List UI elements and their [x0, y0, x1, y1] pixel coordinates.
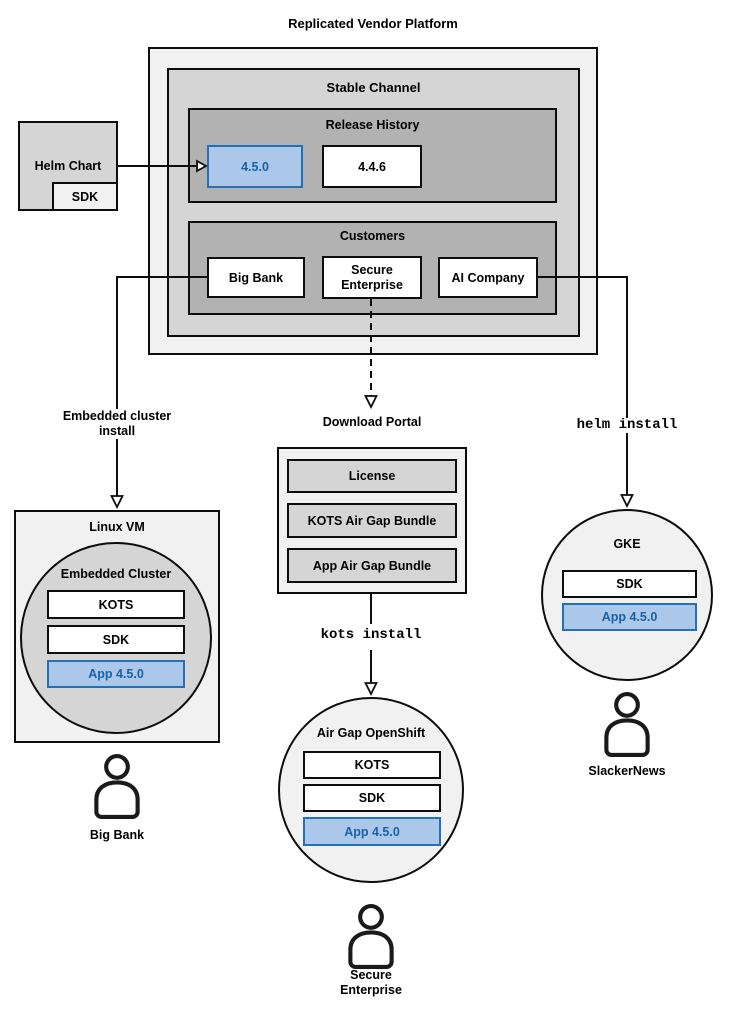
gke-sdk-box: SDK: [562, 570, 697, 598]
big-bank-persona-label: Big Bank: [89, 828, 145, 842]
release-446-box: 4.4.6: [322, 145, 422, 188]
helm-chart-box: Helm Chart SDK: [18, 121, 118, 211]
app-airgap-bundle-box: App Air Gap Bundle: [287, 548, 457, 583]
release-450-box: 4.5.0: [207, 145, 303, 188]
embedded-install-label: Embedded cluster install: [52, 409, 182, 439]
customer-big-bank-box: Big Bank: [207, 257, 305, 298]
helm-install-label: helm install: [563, 418, 691, 433]
bigbank-arrowhead: [110, 495, 124, 510]
openshift-sdk-box: SDK: [303, 784, 441, 812]
linux-kots-box: KOTS: [47, 590, 185, 619]
linux-app-box: App 4.5.0: [47, 660, 185, 688]
big-bank-person-icon: [94, 754, 140, 819]
customers-title: Customers: [339, 229, 406, 243]
secure-enterprise-persona-label: Secure Enterprise: [340, 968, 402, 997]
slackernews-persona-label: SlackerNews: [588, 764, 666, 778]
diagram-title: Replicated Vendor Platform: [288, 16, 458, 31]
openshift-kots-box: KOTS: [303, 751, 441, 779]
linux-sdk-box: SDK: [47, 625, 185, 654]
slackernews-person-icon: [604, 692, 650, 757]
helm-sdk-box: SDK: [52, 182, 118, 211]
stable-channel-title: Stable Channel: [326, 80, 421, 95]
download-portal-title: Download Portal: [322, 415, 422, 429]
openshift-app-box: App 4.5.0: [303, 817, 441, 846]
kots-install-label: kots install: [307, 628, 435, 643]
helm-chart-label: Helm Chart: [34, 159, 102, 173]
linux-vm-title: Linux VM: [89, 520, 145, 534]
license-box: License: [287, 459, 457, 493]
customer-secure-enterprise-box: Secure Enterprise: [322, 256, 422, 299]
embedded-cluster-title: Embedded Cluster: [60, 567, 172, 581]
aicompany-arrowhead: [620, 494, 634, 509]
kots-arrowhead: [364, 682, 378, 697]
release-history-title: Release History: [325, 118, 420, 132]
openshift-title: Air Gap OpenShift: [316, 726, 426, 740]
kots-airgap-bundle-box: KOTS Air Gap Bundle: [287, 503, 457, 538]
gke-title: GKE: [613, 537, 641, 551]
secure-arrowhead: [364, 395, 378, 410]
gke-app-box: App 4.5.0: [562, 603, 697, 631]
secure-enterprise-person-icon: [348, 904, 394, 969]
customer-ai-company-box: AI Company: [438, 257, 538, 298]
